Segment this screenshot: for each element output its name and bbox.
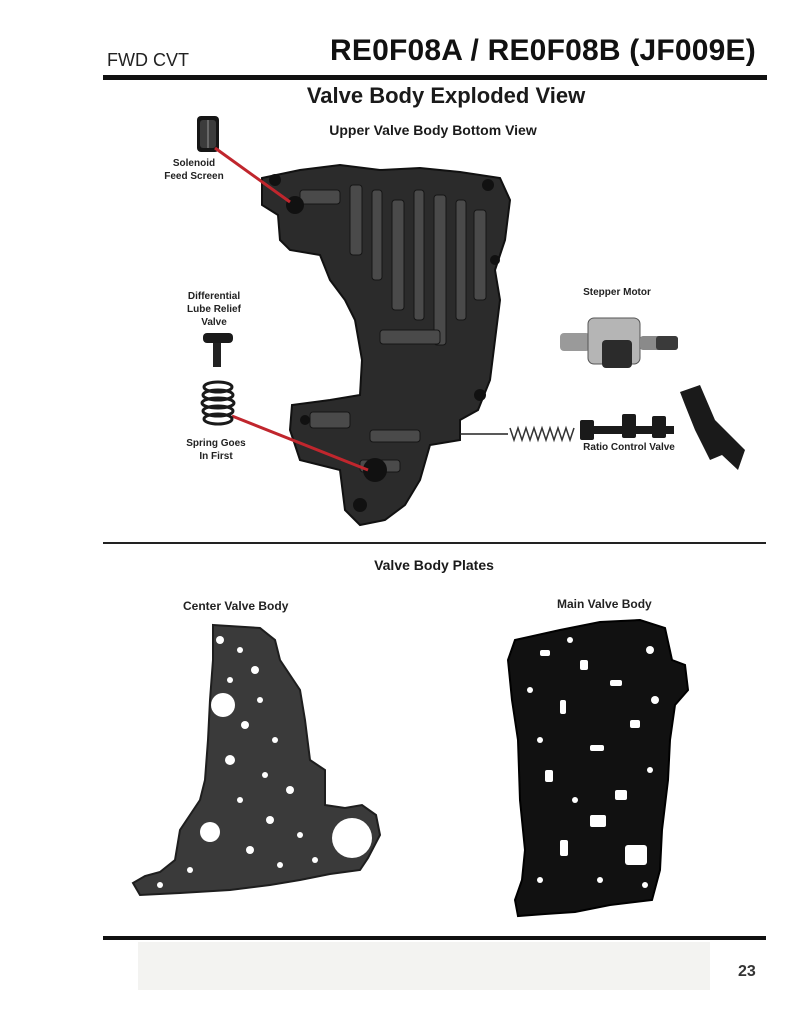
stepper-motor-part [560, 317, 678, 368]
leader-line-solenoid [214, 146, 291, 204]
label-line: Lube Relief [187, 304, 241, 315]
label-differential-lube-relief-valve: Differential Lube Relief Valve [180, 290, 248, 329]
label-spring-goes-in-first: Spring Goes In First [180, 437, 252, 463]
footer-rule [103, 936, 766, 940]
label-line: In First [199, 451, 233, 462]
section-divider [103, 542, 766, 544]
ratio-valve-spring [509, 425, 575, 443]
label-stepper-motor: Stepper Motor [583, 287, 651, 298]
header-category: FWD CVT [107, 50, 189, 70]
solenoid-feed-screen-part [197, 116, 219, 152]
footer-band [138, 942, 710, 990]
plates-section-title: Valve Body Plates [374, 557, 494, 573]
label-solenoid-feed-screen: Solenoid Feed Screen [160, 157, 228, 183]
diff-lube-relief-valve-part [203, 333, 233, 367]
label-line: Differential [187, 291, 241, 302]
upper-valve-body-casting [261, 163, 512, 527]
spring-part [200, 380, 236, 426]
label-center-valve-body: Center Valve Body [183, 599, 289, 613]
label-line: Feed Screen [164, 171, 224, 182]
label-line: Solenoid [172, 158, 216, 169]
header-title: RE0F08A / RE0F08B (JF009E) [330, 34, 756, 67]
ratio-control-valve-part [580, 385, 745, 470]
page-title: Valve Body Exploded View [306, 83, 586, 108]
label-main-valve-body: Main Valve Body [557, 597, 652, 611]
leader-line-spring [231, 414, 369, 472]
upper-section-subtitle: Upper Valve Body Bottom View [329, 122, 537, 138]
page-number: 23 [738, 963, 756, 980]
label-ratio-control-valve: Ratio Control Valve [583, 442, 675, 453]
label-line: Valve [201, 317, 227, 328]
label-line: Spring Goes [186, 438, 246, 449]
header-rule [103, 75, 767, 80]
